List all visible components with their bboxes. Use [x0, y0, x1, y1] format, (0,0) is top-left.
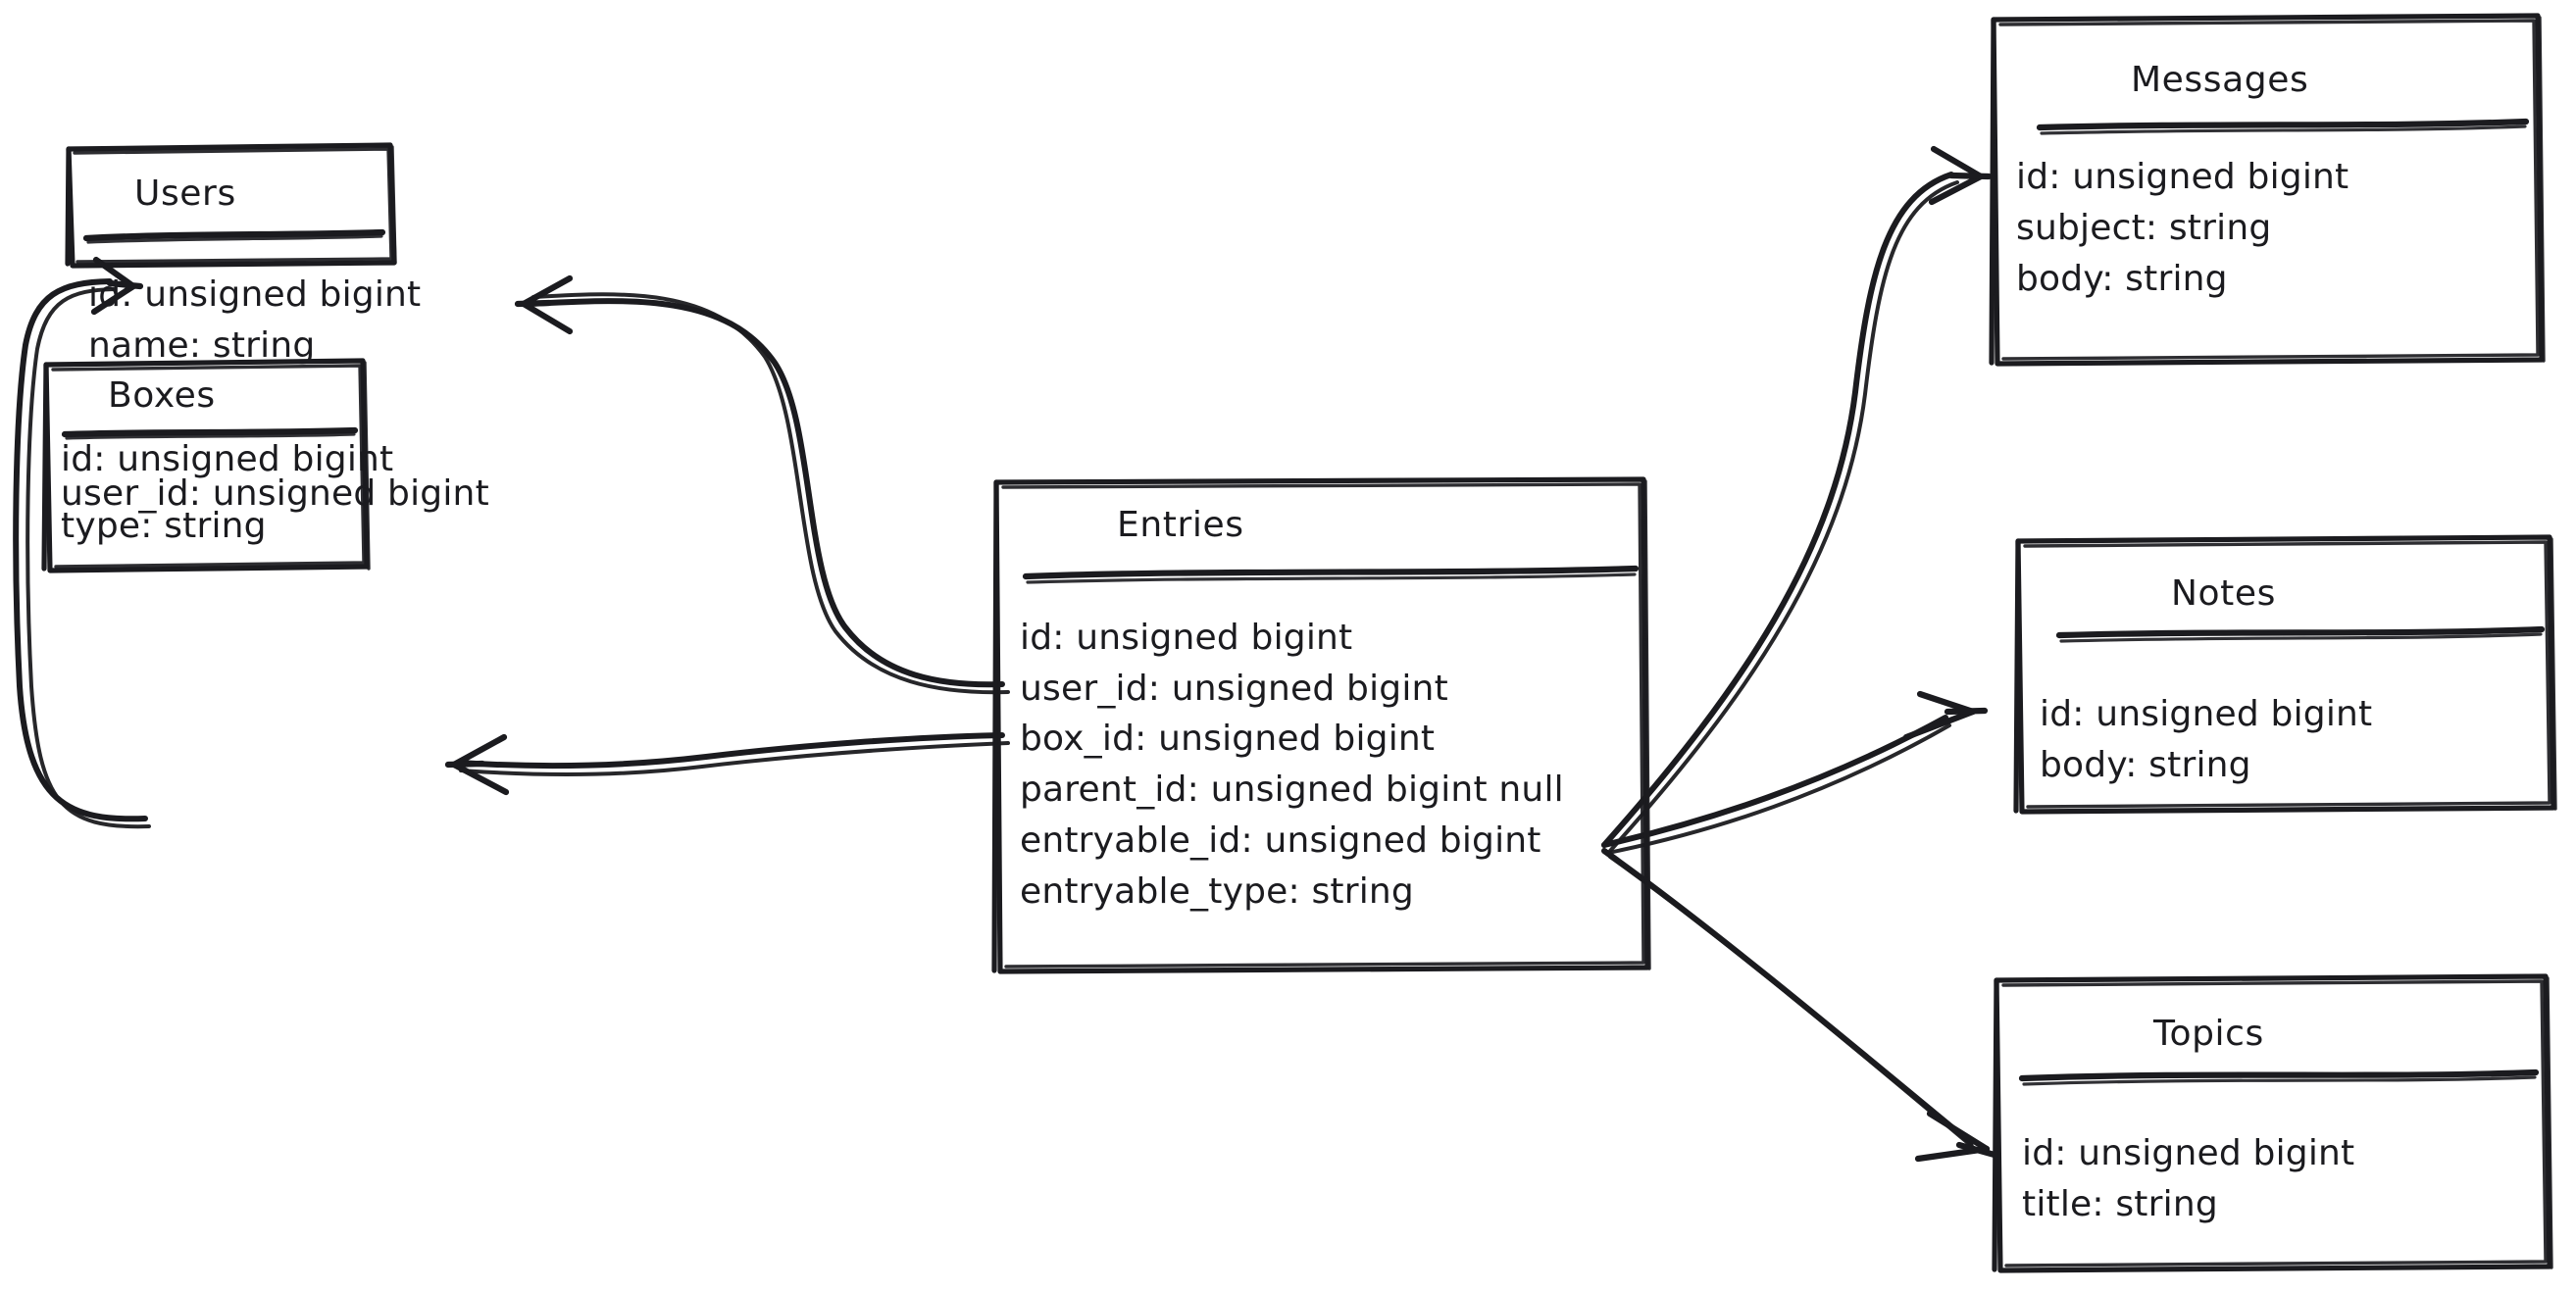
connector-entries-userid-to-users-id — [514, 274, 1010, 695]
entity-messages-frame — [1989, 13, 2546, 367]
entity-topics-frame — [1992, 973, 2553, 1273]
entity-boxes[interactable]: Boxes id: unsigned bigint user_id: unsig… — [41, 358, 489, 573]
entity-topics[interactable]: Topics id: unsigned bigint title: string — [1992, 973, 2553, 1273]
entity-notes-divider — [2055, 625, 2546, 643]
entity-entries-field-5: entryable_type: string — [1020, 871, 1414, 912]
entity-boxes-field-2: type: string — [61, 506, 267, 546]
entity-entries-field-1: user_id: unsigned bigint — [1020, 669, 1448, 709]
entity-notes-title: Notes — [2171, 573, 2276, 614]
connector-entries-entryableid-to-notes-id — [1601, 690, 1989, 855]
entity-users-frame — [65, 142, 397, 269]
entity-messages-field-2: body: string — [2016, 259, 2228, 299]
entity-boxes-field-1: user_id: unsigned bigint — [61, 473, 489, 514]
connector-entries-entryableid-to-messages-id — [1601, 145, 1993, 853]
entity-boxes-field-0: id: unsigned bigint — [61, 439, 393, 479]
entity-notes[interactable]: Notes id: unsigned bigint body: string — [2013, 534, 2557, 815]
entity-topics-field-0: id: unsigned bigint — [2022, 1133, 2354, 1173]
entity-entries-field-3: parent_id: unsigned bigint null — [1020, 770, 1564, 810]
entity-messages[interactable]: Messages id: unsigned bigint subject: st… — [1989, 13, 2546, 367]
entity-notes-field-0: id: unsigned bigint — [2040, 694, 2372, 734]
entity-entries-frame — [991, 476, 1651, 974]
connector-entries-entryableid-to-topics-id — [1601, 848, 1998, 1163]
entity-entries-field-2: box_id: unsigned bigint — [1020, 719, 1435, 759]
entity-topics-field-1: title: string — [2022, 1184, 2218, 1224]
entity-topics-title: Topics — [2152, 1014, 2264, 1054]
entity-notes-frame — [2013, 534, 2557, 815]
entity-users[interactable]: Users id: unsigned bigint name: string — [65, 142, 421, 366]
entity-messages-field-0: id: unsigned bigint — [2016, 157, 2349, 197]
entity-messages-title: Messages — [2131, 60, 2308, 100]
entity-messages-field-1: subject: string — [2016, 208, 2271, 248]
entity-users-field-0: id: unsigned bigint — [88, 274, 421, 315]
entity-messages-divider — [2036, 118, 2530, 135]
connector-entries-boxid-to-boxes-id — [444, 732, 1010, 796]
entity-boxes-title: Boxes — [108, 375, 216, 416]
entity-users-field-1: name: string — [88, 325, 315, 366]
entity-entries-divider — [1022, 565, 1640, 584]
entity-entries-field-0: id: unsigned bigint — [1020, 618, 1352, 658]
entity-boxes-divider — [61, 426, 359, 440]
entity-topics-divider — [2018, 1068, 2540, 1086]
entity-users-title: Users — [134, 174, 236, 214]
entity-entries-title: Entries — [1117, 505, 1244, 545]
entity-entries[interactable]: Entries id: unsigned bigint user_id: uns… — [991, 476, 1651, 974]
entity-boxes-frame — [41, 358, 371, 573]
entity-notes-field-1: body: string — [2040, 745, 2251, 785]
entity-users-divider — [82, 228, 386, 244]
entity-entries-field-4: entryable_id: unsigned bigint — [1020, 820, 1541, 861]
